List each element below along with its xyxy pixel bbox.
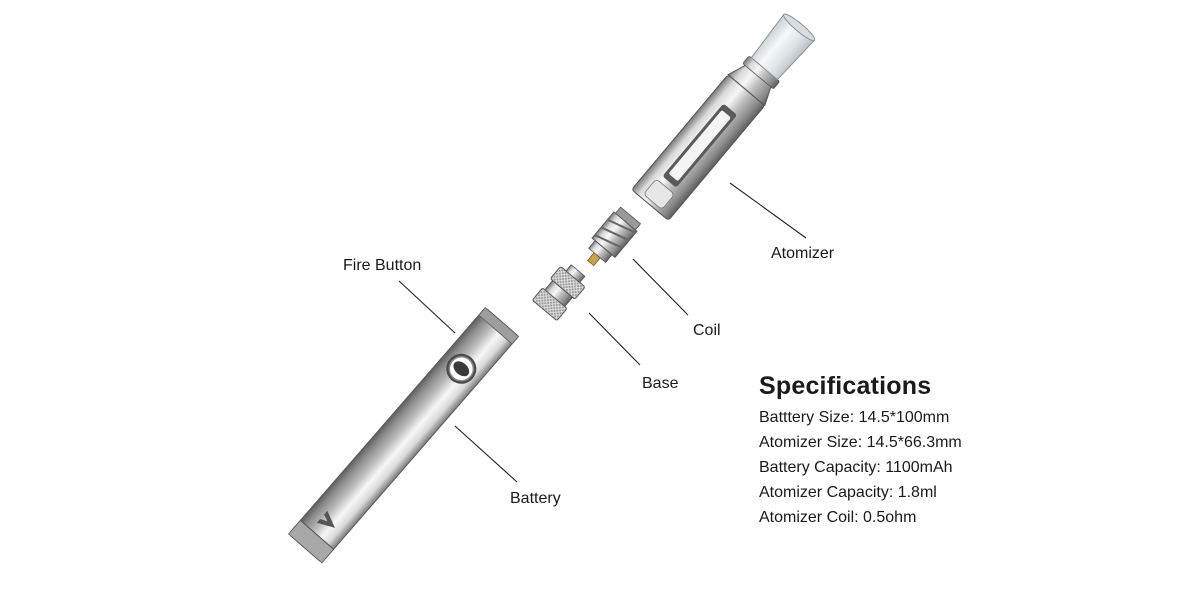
spec-atomizer-capacity: Atomizer Capacity: 1.8ml [759, 484, 937, 501]
spec-battery-capacity: Battery Capacity: 1100mAh [759, 459, 953, 476]
fire-button-icon [446, 353, 477, 384]
fire-button-leader-line [398, 280, 456, 334]
spec-battery-size: Batttery Size: 14.5*100mm [759, 409, 950, 426]
specifications-title: Specifications [759, 372, 932, 400]
base-label: Base [642, 375, 679, 392]
battery-body [288, 307, 520, 564]
base-part [532, 264, 586, 321]
coil-label: Coil [693, 322, 721, 339]
atomizer-label: Atomizer [771, 245, 835, 262]
specifications-panel: Specifications Batttery Size: 14.5*100mm… [759, 372, 962, 530]
spec-atomizer-coil: Atomizer Coil: 0.5ohm [759, 509, 917, 526]
battery-leader-line [454, 425, 518, 483]
base-leader-line [588, 312, 641, 366]
coil-part [587, 206, 642, 267]
logo-icon [316, 510, 335, 528]
battery-label: Battery [510, 490, 561, 507]
atomizer-part [632, 13, 816, 220]
atomizer-leader-line [729, 182, 807, 239]
fire-button-label: Fire Button [343, 257, 422, 274]
coil-leader-line [632, 258, 689, 316]
spec-atomizer-size: Atomizer Size: 14.5*66.3mm [759, 434, 962, 451]
